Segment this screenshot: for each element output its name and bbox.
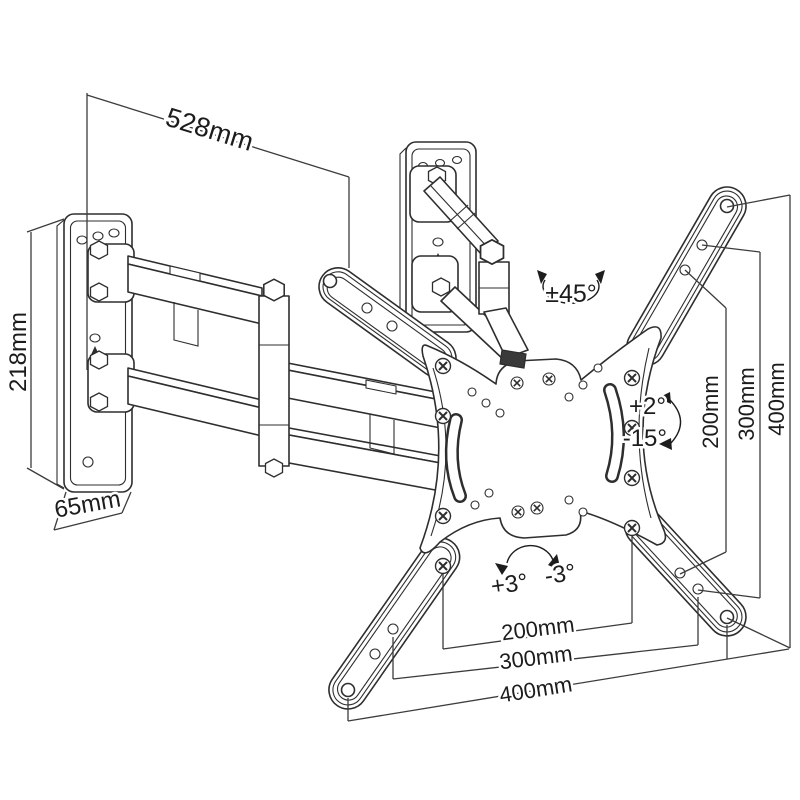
dim-vesa-h-400: 400mm [498,671,574,707]
hex-bolt-icon [479,238,505,266]
dim-plate-width-label: 65mm [52,485,122,523]
dim-vesa-h-300: 300mm [498,641,574,675]
mounting-holes [76,228,120,468]
dimension-vesa-horizontal [347,536,790,722]
cable-clip-1 [169,265,201,347]
tilt-rotation-arrow [658,392,671,404]
articulated-arm-assembly [127,255,447,493]
vesa-plate [419,326,667,575]
dim-vesa-v-300: 300mm [734,367,759,440]
hinge-top [87,240,135,303]
angle-level-right-label: -3° [543,559,577,590]
angle-tilt-down-label: -15° [623,425,667,452]
dim-vesa-h-200: 200mm [500,612,576,646]
phillips-screw-icon [434,357,452,375]
hinge-bottom [87,350,135,413]
vesa-arm-bottom-left [328,537,461,710]
swivel-rotation-arrows [537,270,547,284]
wall-plate-folded [399,141,520,362]
wall-plate-extended [56,213,135,493]
cable-clip-2 [365,379,397,455]
level-rotation-arrows [495,563,508,575]
angle-swivel-label: ±45° [545,280,597,308]
folded-arm-upper [423,176,499,256]
dim-arm-extension-label: 528mm [162,102,257,157]
adjustment-slots [444,383,625,503]
elbow-joint [258,278,290,478]
folded-arm-joint [478,238,556,519]
angle-level-left-label: +3° [489,569,529,601]
angle-labels: ±45° +2° -15° +3° -3° [487,278,670,603]
dimension-lines [26,93,791,722]
level-annotation [495,544,561,575]
angle-tilt-up-label: +2° [629,393,666,420]
dim-plate-height-label: 218mm [5,312,32,392]
dimension-vesa-vertical [679,194,791,649]
dimension-plate-width [53,491,132,531]
dimension-arm-extension [86,93,350,370]
dim-vesa-v-400: 400mm [764,362,789,435]
dim-vesa-v-200: 200mm [698,375,723,448]
swivel-annotation [537,270,605,304]
plate-holes [467,363,603,517]
tilt-annotation [658,392,682,450]
dimension-plate-height [26,218,65,490]
hex-bolt-icon [263,278,285,302]
